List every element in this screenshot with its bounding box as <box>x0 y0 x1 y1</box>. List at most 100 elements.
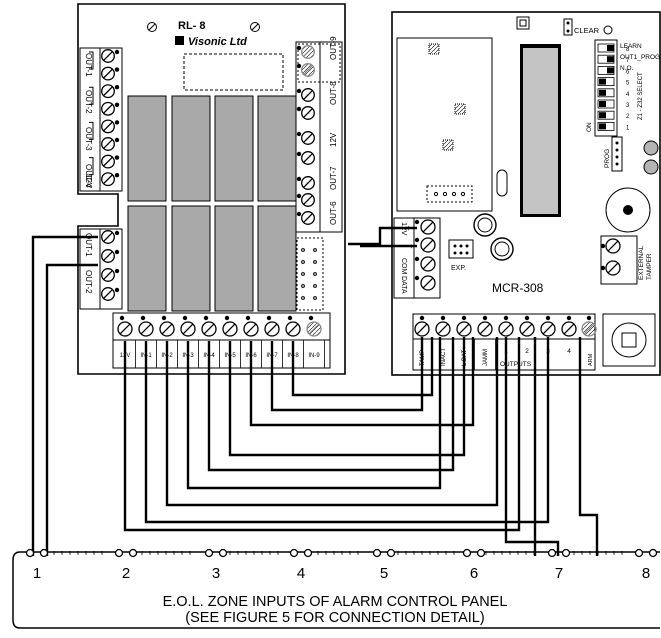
zone-number: 4 <box>297 565 305 582</box>
label-out-7: OUT-7 <box>329 166 338 190</box>
zone-number: 5 <box>380 565 388 582</box>
zone-terminal-icon <box>289 548 313 558</box>
terminal-screw-icon <box>101 84 115 99</box>
rl8-model-label: RL- 8 <box>178 20 206 32</box>
dip-number-label: 1 <box>626 125 630 131</box>
zone-number: 3 <box>212 565 220 582</box>
tamper-switch <box>602 313 656 367</box>
terminal-screw-icon <box>301 45 315 59</box>
terminal-screw-icon <box>201 321 217 337</box>
zone-terminal-icon <box>462 548 486 558</box>
zone-number: 7 <box>555 565 563 582</box>
mcr-model-label: MCR-308 <box>492 281 544 295</box>
terminal-screw-icon <box>519 321 535 337</box>
mcr-data-label: DATA <box>400 276 407 294</box>
dip-number-label: 3 <box>626 103 630 109</box>
dip-zone-select-label: Z1 - Z32 SELECT <box>638 72 644 120</box>
relay-contact-icon <box>89 51 94 70</box>
zone-caption-line2: (SEE FIGURE 5 FOR CONNECTION DETAIL) <box>185 610 484 626</box>
clear-label: CLEAR <box>574 26 600 35</box>
terminal-screw-icon <box>101 154 115 169</box>
terminal-screw-icon <box>222 321 238 337</box>
label-out-4: OUT-4 <box>84 164 93 188</box>
mcr-status-label: INACT <box>441 348 447 366</box>
zone-terminal-icon <box>547 548 571 558</box>
dip-number-label: 2 <box>626 114 630 120</box>
zone-terminal-icon <box>114 548 138 558</box>
rl8-expansion-connector <box>301 248 317 300</box>
label-out-8: OUT-8 <box>329 81 338 105</box>
dip-number-label: 4 <box>626 92 630 98</box>
zone-number: 8 <box>642 565 650 582</box>
zone-terminal-icon <box>372 548 396 558</box>
terminal-screw-icon <box>420 237 436 253</box>
terminal-screw-icon <box>101 172 115 187</box>
terminal-screw-icon <box>540 321 556 337</box>
relay-contact-icon <box>89 86 94 105</box>
terminal-screw-icon <box>285 321 301 337</box>
label-out-3: OUT-3 <box>84 127 93 151</box>
prog-label: PROG <box>604 149 611 168</box>
relay-contact-icon <box>89 157 94 176</box>
terminal-screw-icon <box>414 321 430 337</box>
zone-number: 6 <box>470 565 478 582</box>
dip-learn-label: LEARN <box>620 43 642 50</box>
dip-number-label: 7 <box>626 58 630 64</box>
terminal-screw-icon <box>101 119 115 134</box>
terminal-screw-icon <box>456 321 472 337</box>
terminal-screw-icon <box>101 230 115 244</box>
dip-out1prog-label: OUT1_PROG <box>620 54 660 61</box>
terminal-screw-icon <box>301 211 315 225</box>
terminal-screw-icon <box>264 321 280 337</box>
terminal-screw-icon <box>101 101 115 116</box>
terminal-screw-icon <box>301 151 315 165</box>
terminal-screw-icon <box>159 321 175 337</box>
zone-terminal-icon <box>204 548 228 558</box>
terminal-screw-icon <box>420 256 436 272</box>
label-out-1: OUT-1 <box>84 53 93 77</box>
wiring <box>31 226 599 556</box>
terminal-screw-icon <box>101 268 115 282</box>
terminal-screw-icon <box>605 260 621 276</box>
terminal-screw-icon <box>101 249 115 263</box>
terminal-screw-icon <box>301 88 315 102</box>
external-label: EXTERNAL <box>638 245 645 280</box>
terminal-screw-icon <box>477 321 493 337</box>
rl8-input-label: IN-9 <box>308 353 320 359</box>
mcr-com-label: COM <box>400 258 407 275</box>
terminal-screw-icon <box>301 106 315 120</box>
label-out-9: OUT-9 <box>329 36 338 60</box>
label-12v-left: 12V <box>84 174 93 189</box>
rl8-left-lower-terminal-block: OUT-1 OUT-2 <box>79 228 123 310</box>
terminal-screw-icon <box>420 275 436 291</box>
terminal-screw-icon <box>301 176 315 190</box>
terminal-screw-icon <box>301 131 315 145</box>
terminal-screw-icon <box>101 137 115 151</box>
relay-contact-icon <box>89 121 94 140</box>
relay-block <box>127 95 297 312</box>
visonic-logo-icon <box>175 36 184 45</box>
dip-on-label: ON <box>586 122 593 132</box>
dip-number-label: 6 <box>626 69 630 75</box>
label-lower-out-2: OUT-2 <box>84 270 93 294</box>
terminal-screw-icon <box>180 321 196 337</box>
terminal-screw-icon <box>243 321 259 337</box>
terminal-screw-icon <box>605 238 621 254</box>
terminal-screw-icon <box>306 321 322 337</box>
zone-number: 1 <box>33 565 41 582</box>
zone-caption-line1: E.O.L. ZONE INPUTS OF ALARM CONTROL PANE… <box>163 594 508 610</box>
zone-number: 2 <box>122 565 130 582</box>
rl8-left-terminal-block: OUT-1 OUT-2 OUT-3 OUT-4 12V <box>79 47 123 192</box>
rl8-brand-label: Visonic Ltd <box>188 36 247 48</box>
dip-number-label: 5 <box>626 81 630 87</box>
outputs-label: OUTPUTS <box>500 361 532 368</box>
mcr-status-label: JAMM <box>483 349 489 366</box>
tamper-label: TAMPER <box>646 253 653 280</box>
terminal-screw-icon <box>138 321 154 337</box>
zone-terminal-icon <box>634 548 658 558</box>
terminal-screw-icon <box>101 49 115 63</box>
dip-no-label: N.O. <box>620 65 634 72</box>
terminal-screw-icon <box>420 219 436 235</box>
